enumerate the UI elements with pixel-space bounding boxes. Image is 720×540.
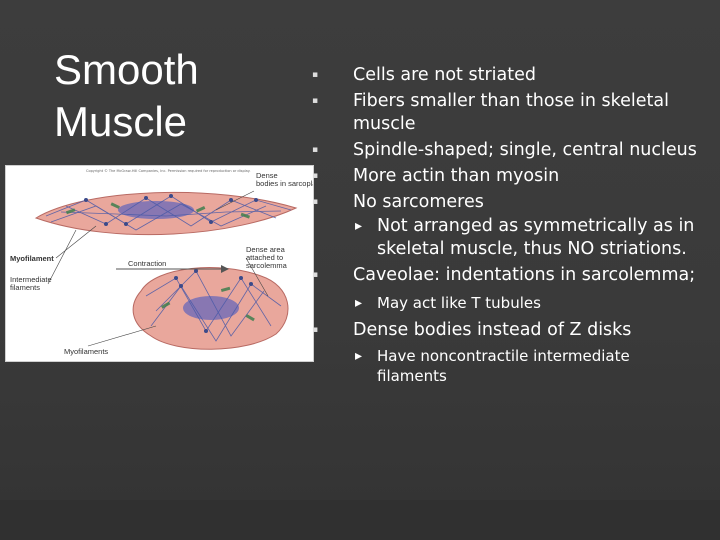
bullet-text: Caveolae: indentations in sarcolemma;: [353, 265, 696, 285]
bullet-item: ▪ Caveolae: indentations in sarcolemma; …: [312, 264, 700, 313]
slide-title: Smooth Muscle: [54, 44, 274, 148]
bullet-marker-icon: ▪: [312, 171, 319, 181]
figure-illustration: Copyright © The McGraw-Hill Companies, I…: [10, 169, 313, 356]
label-myofilament: Myofilament: [10, 254, 54, 263]
bullet-text: Fibers smaller than those in skeletal mu…: [353, 91, 669, 134]
title-line-1: Smooth: [54, 46, 199, 93]
sub-bullet-marker-icon: ▸: [355, 295, 363, 311]
bullet-text: No sarcomeres: [353, 192, 484, 212]
bullet-item: ▪ Dense bodies instead of Z disks ▸ Have…: [312, 319, 700, 386]
bullet-text: Spindle-shaped; single, central nucleus: [353, 140, 697, 160]
sub-bullet-text: Have noncontractile intermediate filamen…: [377, 347, 630, 385]
bullet-text: Dense bodies instead of Z disks: [353, 320, 632, 340]
figure-copyright: Copyright © The McGraw-Hill Companies, I…: [86, 169, 250, 173]
sub-bullet-list: ▸ May act like T tubules: [353, 293, 700, 313]
bullet-marker-icon: ▪: [312, 270, 319, 280]
contracted-cell: [132, 267, 289, 350]
sub-bullet-text: May act like T tubules: [377, 294, 541, 312]
title-line-2: Muscle: [54, 98, 188, 145]
bullet-marker-icon: ▪: [312, 145, 319, 155]
bullet-marker-icon: ▪: [312, 96, 319, 106]
contraction-arrow: [116, 265, 229, 273]
bullet-item: ▪ No sarcomeres ▸ Not arranged as symmet…: [312, 191, 700, 261]
sub-bullet-list: ▸ Have noncontractile intermediate filam…: [353, 346, 700, 386]
sub-bullet-item: ▸ May act like T tubules: [353, 293, 700, 313]
leader-lines: [47, 190, 269, 347]
label-myofilaments: Myofilaments: [64, 347, 108, 356]
bullet-marker-icon: ▪: [312, 325, 319, 335]
relaxed-cell: [34, 191, 298, 236]
smooth-muscle-figure: Copyright © The McGraw-Hill Companies, I…: [5, 165, 314, 362]
sub-bullet-item: ▸ Not arranged as symmetrically as in sk…: [353, 215, 700, 261]
bullet-text: Cells are not striated: [353, 65, 536, 85]
label-contraction: Contraction: [128, 259, 166, 268]
bullet-marker-icon: ▪: [312, 197, 319, 207]
bullet-text: More actin than myosin: [353, 166, 560, 186]
sub-bullet-marker-icon: ▸: [355, 218, 363, 234]
bullet-item: ▪ Cells are not striated: [312, 64, 700, 87]
bottom-band: [0, 500, 720, 540]
bullet-item: ▪ Spindle-shaped; single, central nucleu…: [312, 139, 700, 162]
sub-bullet-text: Not arranged as symmetrically as in skel…: [377, 216, 695, 259]
sub-bullet-item: ▸ Have noncontractile intermediate filam…: [353, 346, 700, 386]
bullet-list: ▪ Cells are not striated ▪ Fibers smalle…: [312, 64, 700, 389]
bullet-marker-icon: ▪: [312, 70, 319, 80]
bullet-item: ▪ Fibers smaller than those in skeletal …: [312, 90, 700, 136]
sub-bullet-marker-icon: ▸: [355, 348, 363, 364]
bullet-item: ▪ More actin than myosin: [312, 165, 700, 188]
sub-bullet-list: ▸ Not arranged as symmetrically as in sk…: [353, 215, 700, 261]
